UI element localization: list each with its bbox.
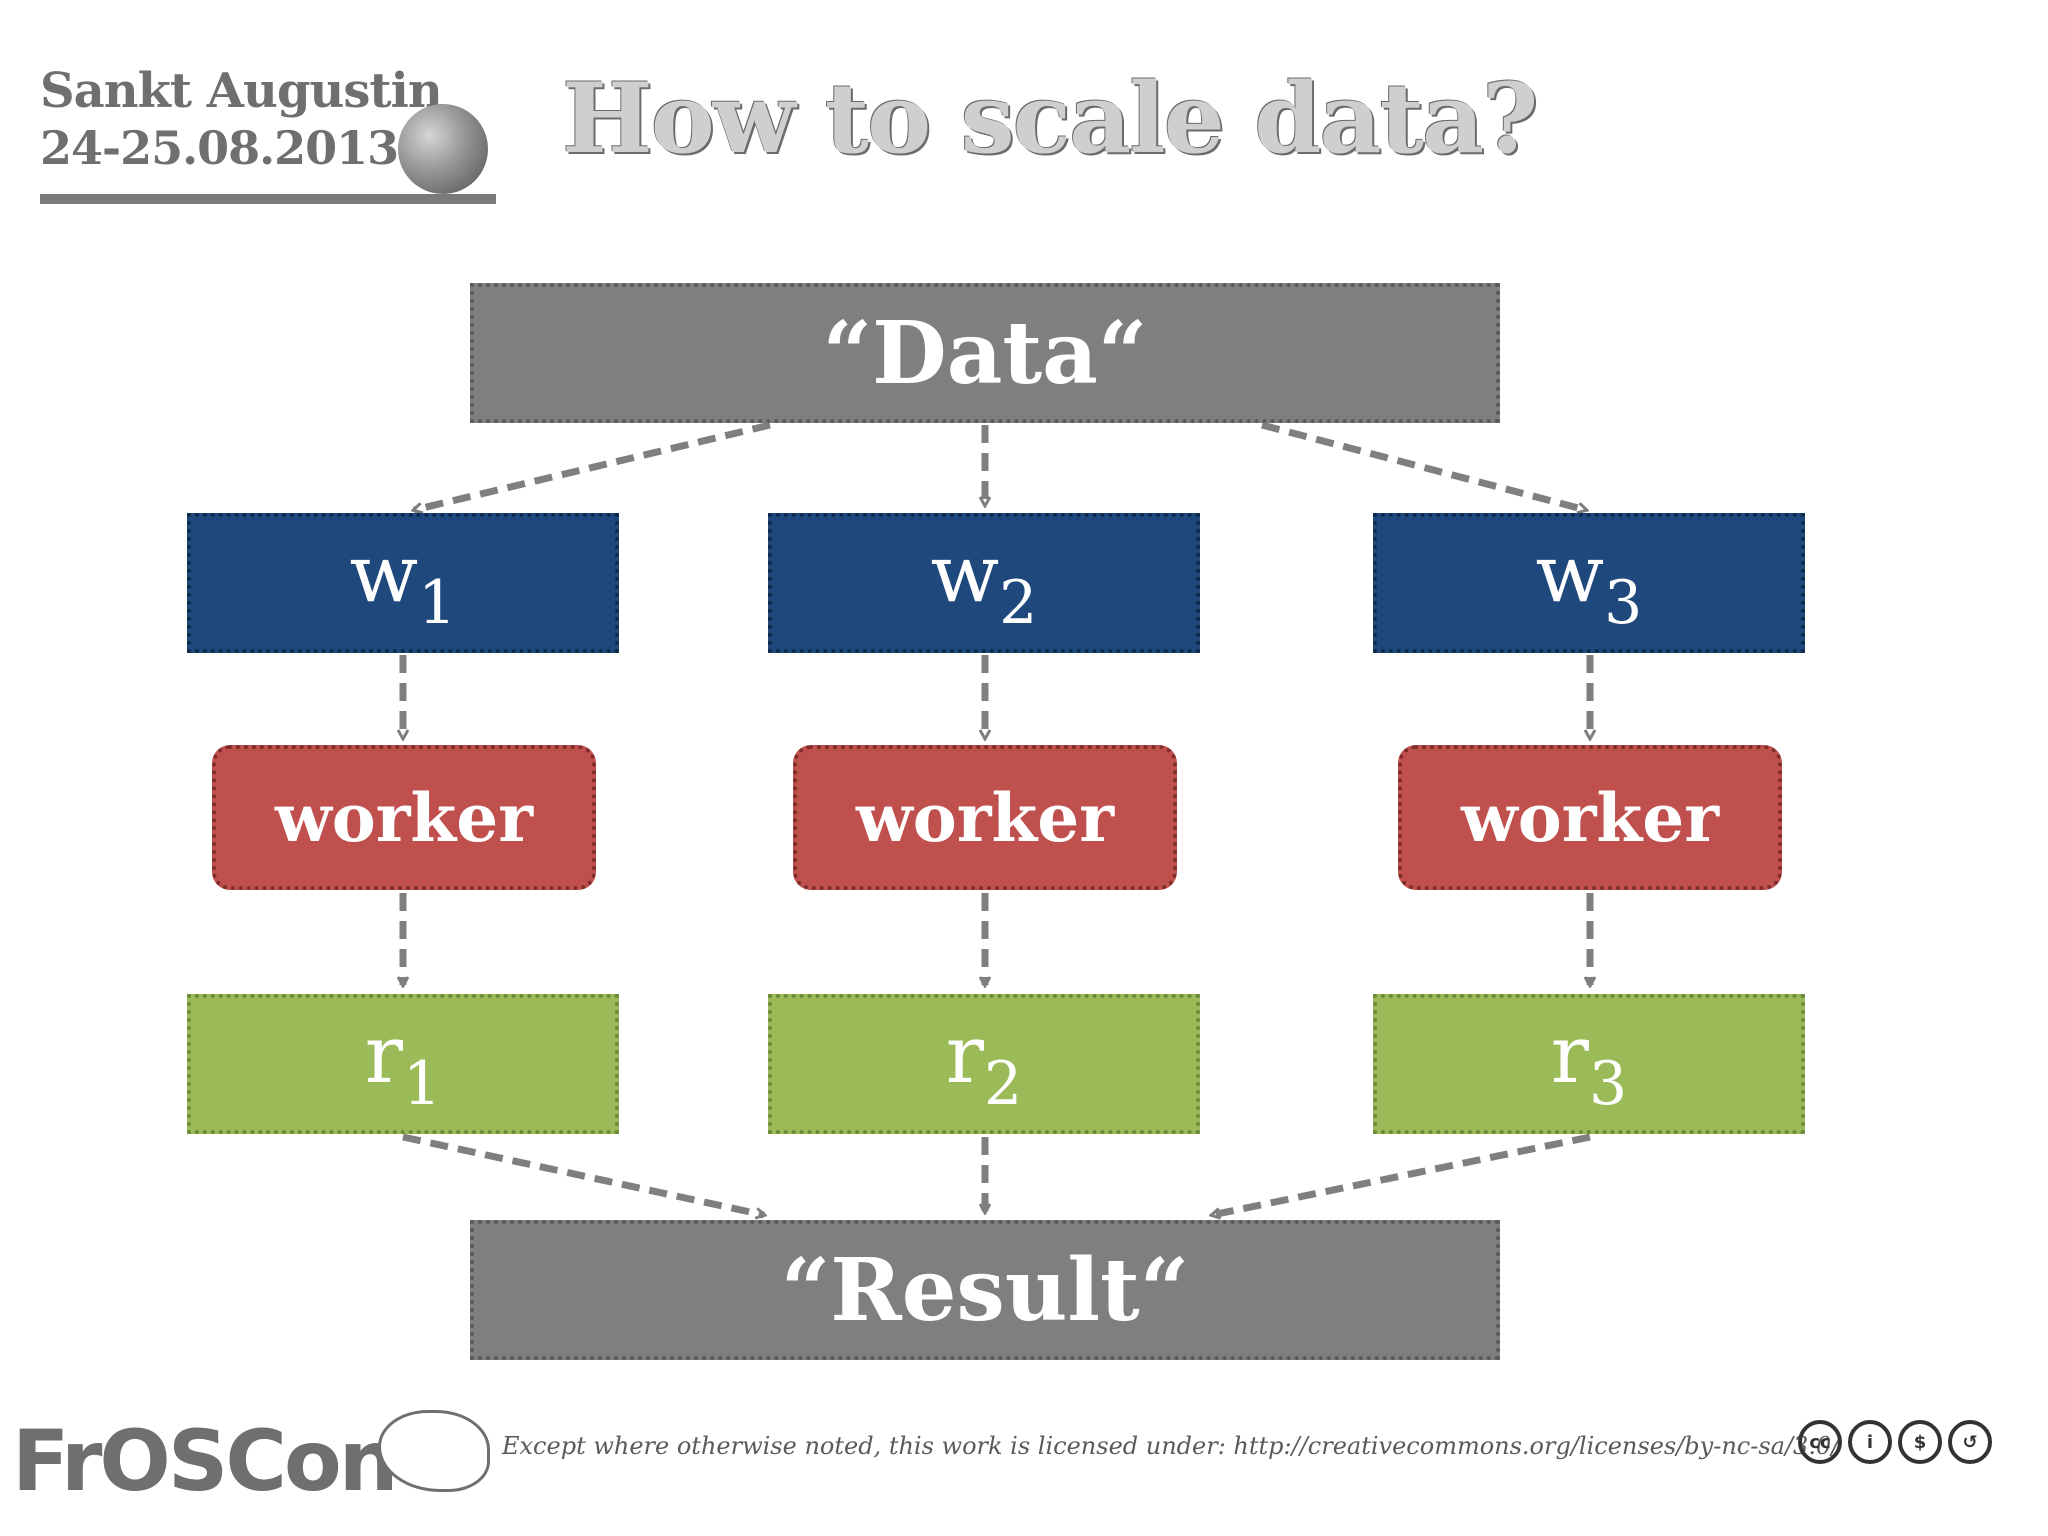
worker-1-label: worker	[274, 778, 534, 857]
worker-2-label: worker	[855, 778, 1115, 857]
creative-commons-icons: cc i $ ↺	[1798, 1420, 1992, 1464]
attribution-icon: i	[1848, 1420, 1892, 1464]
result-label: “Result“	[780, 1239, 1190, 1341]
partition-w1-box: w1	[187, 513, 619, 653]
partition-w3-box: w3	[1373, 513, 1805, 653]
sharealike-icon: ↺	[1948, 1420, 1992, 1464]
result-box: “Result“	[470, 1220, 1500, 1360]
header-underline	[40, 194, 496, 204]
worker-1-box: worker	[212, 745, 596, 890]
result-r2-label: r2	[945, 1007, 1023, 1119]
data-label: “Data“	[822, 302, 1148, 404]
worker-2-box: worker	[793, 745, 1177, 890]
arrow-r1-to-result	[402, 1133, 764, 1215]
noncommercial-icon: $	[1898, 1420, 1942, 1464]
globe-logo-icon	[398, 104, 488, 194]
result-r3-label: r3	[1550, 1007, 1628, 1119]
arrow-r3-to-result	[1212, 1133, 1591, 1215]
event-date: 24-25.08.2013	[40, 121, 399, 175]
partition-w1-label: w1	[349, 526, 457, 638]
froscon-logo: FrOSCon	[12, 1412, 398, 1510]
result-r1-label: r1	[364, 1007, 442, 1119]
license-text: Except where otherwise noted, this work …	[502, 1432, 1840, 1460]
partition-w2-box: w2	[768, 513, 1200, 653]
result-r3-box: r3	[1373, 994, 1805, 1134]
result-r2-box: r2	[768, 994, 1200, 1134]
arrow-data-to-w1	[414, 421, 771, 510]
worker-3-label: worker	[1460, 778, 1720, 857]
worker-3-box: worker	[1398, 745, 1782, 890]
elephant-mascot-icon	[378, 1410, 490, 1492]
event-city: Sankt Augustin	[40, 63, 443, 119]
result-r1-box: r1	[187, 994, 619, 1134]
data-box: “Data“	[470, 283, 1500, 423]
partition-w2-label: w2	[930, 526, 1038, 638]
partition-w3-label: w3	[1535, 526, 1643, 638]
arrow-data-to-w3	[1261, 421, 1586, 510]
slide-title: How to scale data?	[562, 62, 1538, 175]
event-info: Sankt Augustin 24-25.08.2013	[40, 62, 500, 204]
cc-icon: cc	[1798, 1420, 1842, 1464]
